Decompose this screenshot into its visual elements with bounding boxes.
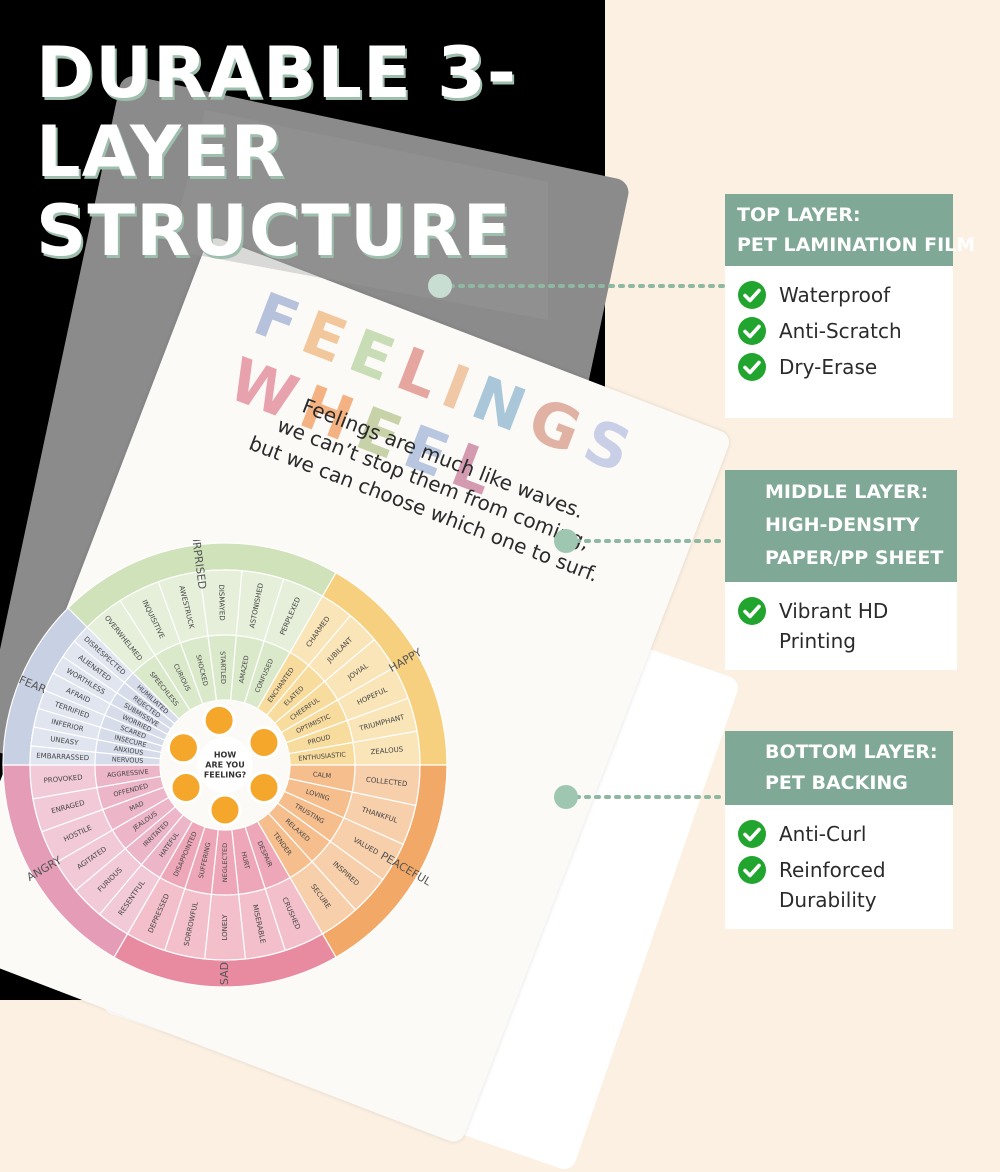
wheel-word-label: DISMAYED <box>217 584 226 620</box>
emoji-face-icon <box>169 771 203 804</box>
wheel-word-label: STARTLED <box>219 651 228 684</box>
feature-label-line: Waterproof <box>779 283 891 307</box>
middle-layer-features: Vibrant HD Printing <box>725 582 957 670</box>
heading-line: PET BACKING <box>765 772 908 794</box>
wheel-word-label: ZEALOUS <box>370 745 404 756</box>
top-layer-features: Waterproof Anti-Scratch Dry-Erase <box>725 266 953 418</box>
check-circle-icon <box>738 281 766 309</box>
headline-line: DURABLE 3- <box>36 32 517 114</box>
check-circle-icon <box>738 317 766 345</box>
wheel-center-label: ARE YOU <box>205 761 244 770</box>
wheel-word-label: NERVOUS <box>112 755 144 765</box>
middle-layer-connector-dot <box>554 529 578 553</box>
feature-item: Reinforced Durability <box>737 855 941 915</box>
feature-item: Anti-Curl <box>737 819 941 849</box>
check-circle-icon <box>738 856 766 884</box>
wheel-word-label: HURT <box>240 851 252 870</box>
feature-label: Waterproof <box>779 280 890 310</box>
feature-label-line: Durability <box>779 888 877 912</box>
feature-label-line: Anti-Scratch <box>779 319 902 343</box>
feature-label-line: Dry-Erase <box>779 355 878 379</box>
wheel-word-label: PROVOKED <box>43 773 83 784</box>
feature-label: Anti-Curl <box>779 819 866 849</box>
top-layer-heading: TOP LAYER: PET LAMINATION FILM <box>725 194 976 266</box>
feature-label: Vibrant HD Printing <box>779 596 888 656</box>
bottom-layer-features: Anti-Curl Reinforced Durability <box>725 805 953 929</box>
wheel-center <box>197 737 253 793</box>
bottom-layer-connector-dot <box>554 785 578 809</box>
wheel-word-label: LONELY <box>221 914 229 941</box>
middle-layer-heading: MIDDLE LAYER: HIGH-DENSITY PAPER/PP SHEE… <box>725 470 957 582</box>
feature-item: Dry-Erase <box>737 352 941 382</box>
top-layer-info-box: TOP LAYER: PET LAMINATION FILM Waterproo… <box>725 194 976 418</box>
emoji-face-icon <box>166 731 200 765</box>
heading-line: MIDDLE LAYER: <box>765 481 929 503</box>
feature-label: Reinforced Durability <box>779 855 886 915</box>
connector-lines <box>428 274 727 809</box>
check-circle-icon <box>738 820 766 848</box>
wheel-category-label: SAD <box>218 962 231 985</box>
wheel-center-label: FEELING? <box>204 771 247 780</box>
headline-line: STRUCTURE <box>36 190 512 272</box>
heading-line: PAPER/PP SHEET <box>765 547 944 569</box>
wheel-word-label: NEGLECTED <box>221 843 229 882</box>
check-circle-icon <box>738 597 766 625</box>
feature-label-line: Reinforced <box>779 858 886 882</box>
heading-line: HIGH-DENSITY <box>765 514 920 536</box>
emoji-face-icon <box>202 703 236 737</box>
headline-line: LAYER <box>36 111 286 193</box>
headline: DURABLE 3- LAYER STRUCTURE <box>36 34 517 271</box>
wheel-word-label: AGGRESSIVE <box>107 768 149 780</box>
feature-item: Waterproof <box>737 280 941 310</box>
heading-line: PET LAMINATION FILM <box>737 234 976 256</box>
top-layer-connector-dot <box>428 274 452 298</box>
heading-line: TOP LAYER: <box>737 204 861 226</box>
wheel-word-label: EMBARRASSED <box>36 752 89 763</box>
feature-label-line: Vibrant HD <box>779 599 889 623</box>
middle-layer-info-box: MIDDLE LAYER: HIGH-DENSITY PAPER/PP SHEE… <box>725 470 957 670</box>
emoji-face-icon <box>247 726 281 759</box>
feature-label-line: Anti-Curl <box>779 822 867 846</box>
wheel-center-label: HOW <box>214 751 236 760</box>
emoji-face-icon <box>208 793 242 827</box>
bottom-layer-info-box: BOTTOM LAYER: PET BACKING Anti-Curl Rein… <box>725 731 953 929</box>
feature-item: Vibrant HD Printing <box>737 596 945 656</box>
emoji-face-icon <box>247 771 281 804</box>
wheel-word-label: CALM <box>312 770 331 780</box>
check-circle-icon <box>738 353 766 381</box>
feature-label-line: Printing <box>779 629 856 653</box>
bottom-layer-heading: BOTTOM LAYER: PET BACKING <box>725 731 953 805</box>
feature-label: Dry-Erase <box>779 352 877 382</box>
feature-label: Anti-Scratch <box>779 316 902 346</box>
heading-line: BOTTOM LAYER: <box>765 741 938 763</box>
wheel-word-cell <box>123 672 180 725</box>
feature-item: Anti-Scratch <box>737 316 941 346</box>
